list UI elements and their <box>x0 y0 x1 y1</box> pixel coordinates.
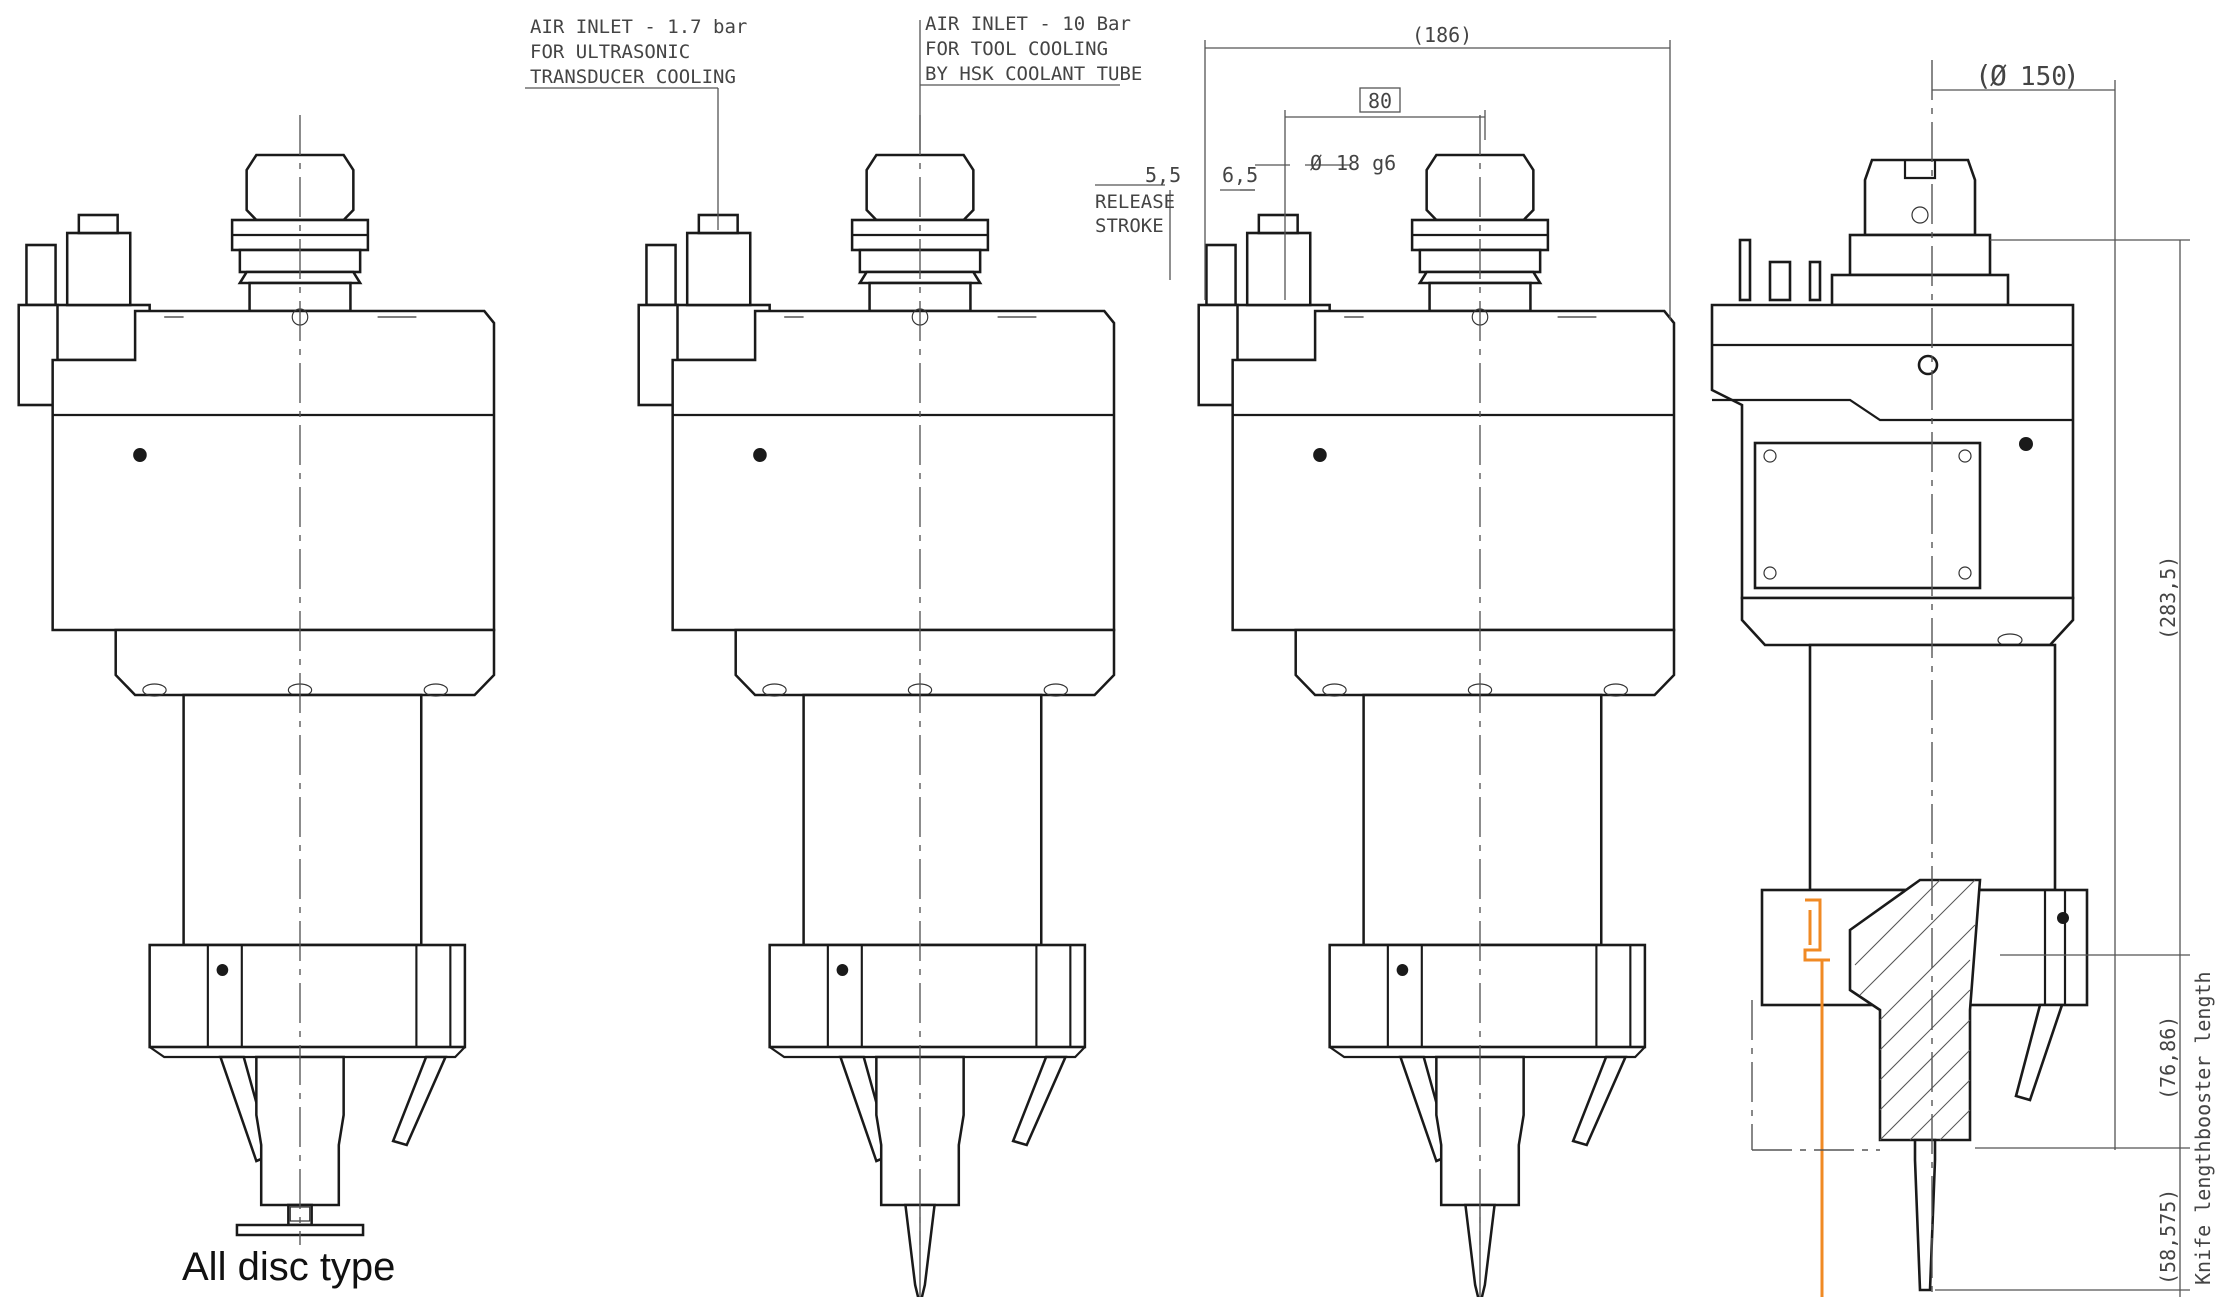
phi-symbol-2: Ø <box>1990 59 2007 92</box>
note-air-inlet-2: AIR INLET - 10 Bar FOR TOOL COOLING BY H… <box>919 13 1142 150</box>
dim-65-text: 6,5 <box>1222 163 1258 187</box>
dim-2835-text: (283,5) <box>2156 556 2180 640</box>
dim-7686-text: (76,86) <box>2156 1016 2180 1100</box>
release-line-1: RELEASE <box>1095 191 1175 213</box>
dimension-80: 80 <box>1284 87 1486 300</box>
air2-line-1: AIR INLET - 10 Bar <box>925 13 1131 35</box>
dim-55-text: 5,5 <box>1145 163 1181 187</box>
air1-line-2: FOR ULTRASONIC <box>530 41 690 63</box>
dimension-58-575: (58,575) Knife length <box>1935 1141 2215 1297</box>
booster-length-label: booster length <box>2191 971 2215 1140</box>
air2-line-3: BY HSK COOLANT TUBE <box>925 63 1142 85</box>
dimension-76-86: (76,86) booster length <box>1975 954 2215 1149</box>
air1-line-3: TRANSDUCER COOLING <box>530 66 736 88</box>
dimension-5-5: 5,5 RELEASE STROKE <box>1095 163 1181 280</box>
dimension-phi18: Ø 18 g6 <box>1255 151 1396 175</box>
unit-knife-dimensioned <box>1197 115 1676 1297</box>
phi-symbol-1: Ø <box>1310 151 1322 175</box>
section-hatch <box>1854 879 1976 1141</box>
air2-line-2: FOR TOOL COOLING <box>925 38 1108 60</box>
dim-phi150-text: 150 <box>2020 62 2067 92</box>
dimension-6-5: 6,5 <box>1220 163 1258 191</box>
knife-length-label: Knife length <box>2191 1141 2215 1286</box>
dim-58575-text: (58,575) <box>2156 1189 2180 1285</box>
dimension-phi150: Ø 150 ( ) <box>1932 59 2116 1150</box>
svg-text:(: ( <box>1975 59 1992 92</box>
dim-phi18-text: 18 g6 <box>1336 151 1396 175</box>
air1-line-1: AIR INLET - 1.7 bar <box>530 16 747 38</box>
note-air-inlet-1: AIR INLET - 1.7 bar FOR ULTRASONIC TRANS… <box>525 16 747 230</box>
dim-186-text: (186) <box>1412 23 1472 47</box>
caption-all-disc-type: All disc type <box>182 1245 395 1289</box>
dim-80-text: 80 <box>1368 89 1392 113</box>
unit-disc-type <box>17 115 496 1245</box>
unit-knife-cooling <box>637 115 1116 1297</box>
unit-section-view <box>1710 60 2089 1297</box>
release-line-2: STROKE <box>1095 215 1164 237</box>
dimension-186: (186) <box>1204 23 1671 320</box>
svg-text:): ) <box>2063 59 2080 92</box>
dimension-283-5: (283,5) <box>1990 239 2190 955</box>
